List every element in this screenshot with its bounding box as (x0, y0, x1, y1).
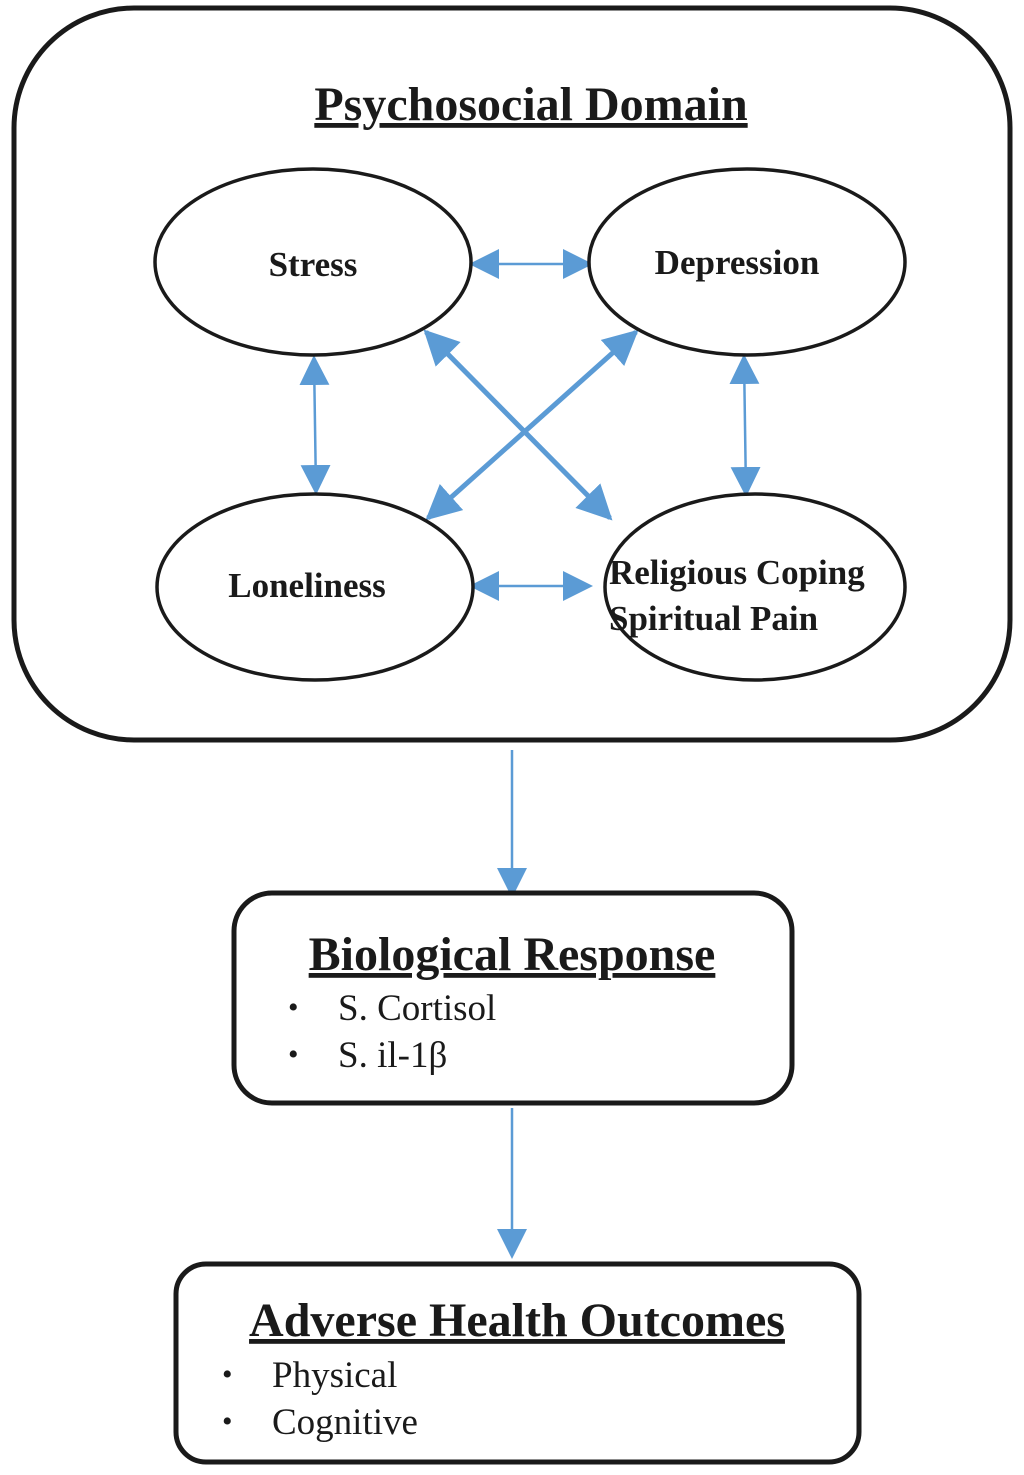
node-religious-coping-shape (603, 492, 907, 682)
adverse-health-outcomes-frame (173, 1261, 862, 1465)
node-stress-shape (153, 167, 473, 357)
adverse-health-outcomes-title: Adverse Health Outcomes (249, 1294, 785, 1347)
adverse-health-outcomes-bullet-2: • (222, 1405, 233, 1438)
node-loneliness-label: Loneliness (228, 566, 386, 605)
biological-response-item-cortisol: S. Cortisol (338, 988, 496, 1029)
node-stress-label: Stress (269, 245, 358, 284)
biological-response-title: Biological Response (309, 928, 716, 981)
link-stress-loneliness (299, 355, 331, 495)
node-religious-coping: Religious Coping Spiritual Pain (603, 492, 907, 682)
node-loneliness-shape (155, 492, 475, 682)
node-depression: Depression (587, 167, 907, 357)
node-depression-shape (587, 167, 907, 357)
psychosocial-links (299, 249, 761, 601)
psychosocial-domain-title: Psychosocial Domain (314, 78, 747, 131)
psychosocial-domain-box: Psychosocial Domain Stress Depression (11, 5, 1013, 743)
adverse-health-outcomes-box: Adverse Health Outcomes • Physical • Cog… (173, 1261, 862, 1465)
node-loneliness: Loneliness (155, 492, 475, 682)
biological-response-box: Biological Response • S. Cortisol • S. i… (231, 890, 795, 1106)
biological-response-frame (231, 890, 795, 1106)
node-stress: Stress (153, 167, 473, 357)
biological-response-bullet-1: • (288, 991, 299, 1024)
biological-response-bullet-2: • (288, 1038, 299, 1071)
node-religious-coping-label-line1: Religious Coping (609, 553, 865, 592)
link-depression-loneliness (425, 329, 639, 521)
adverse-health-outcomes-bullet-1: • (222, 1358, 233, 1391)
adverse-health-outcomes-item-physical: Physical (272, 1355, 397, 1396)
biological-response-item-il1b: S. il-1β (338, 1035, 447, 1076)
link-depression-religious-coping (729, 354, 761, 497)
node-religious-coping-label-line2: Spiritual Pain (609, 599, 818, 638)
adverse-health-outcomes-item-cognitive: Cognitive (272, 1402, 418, 1443)
node-depression-label: Depression (655, 243, 820, 282)
